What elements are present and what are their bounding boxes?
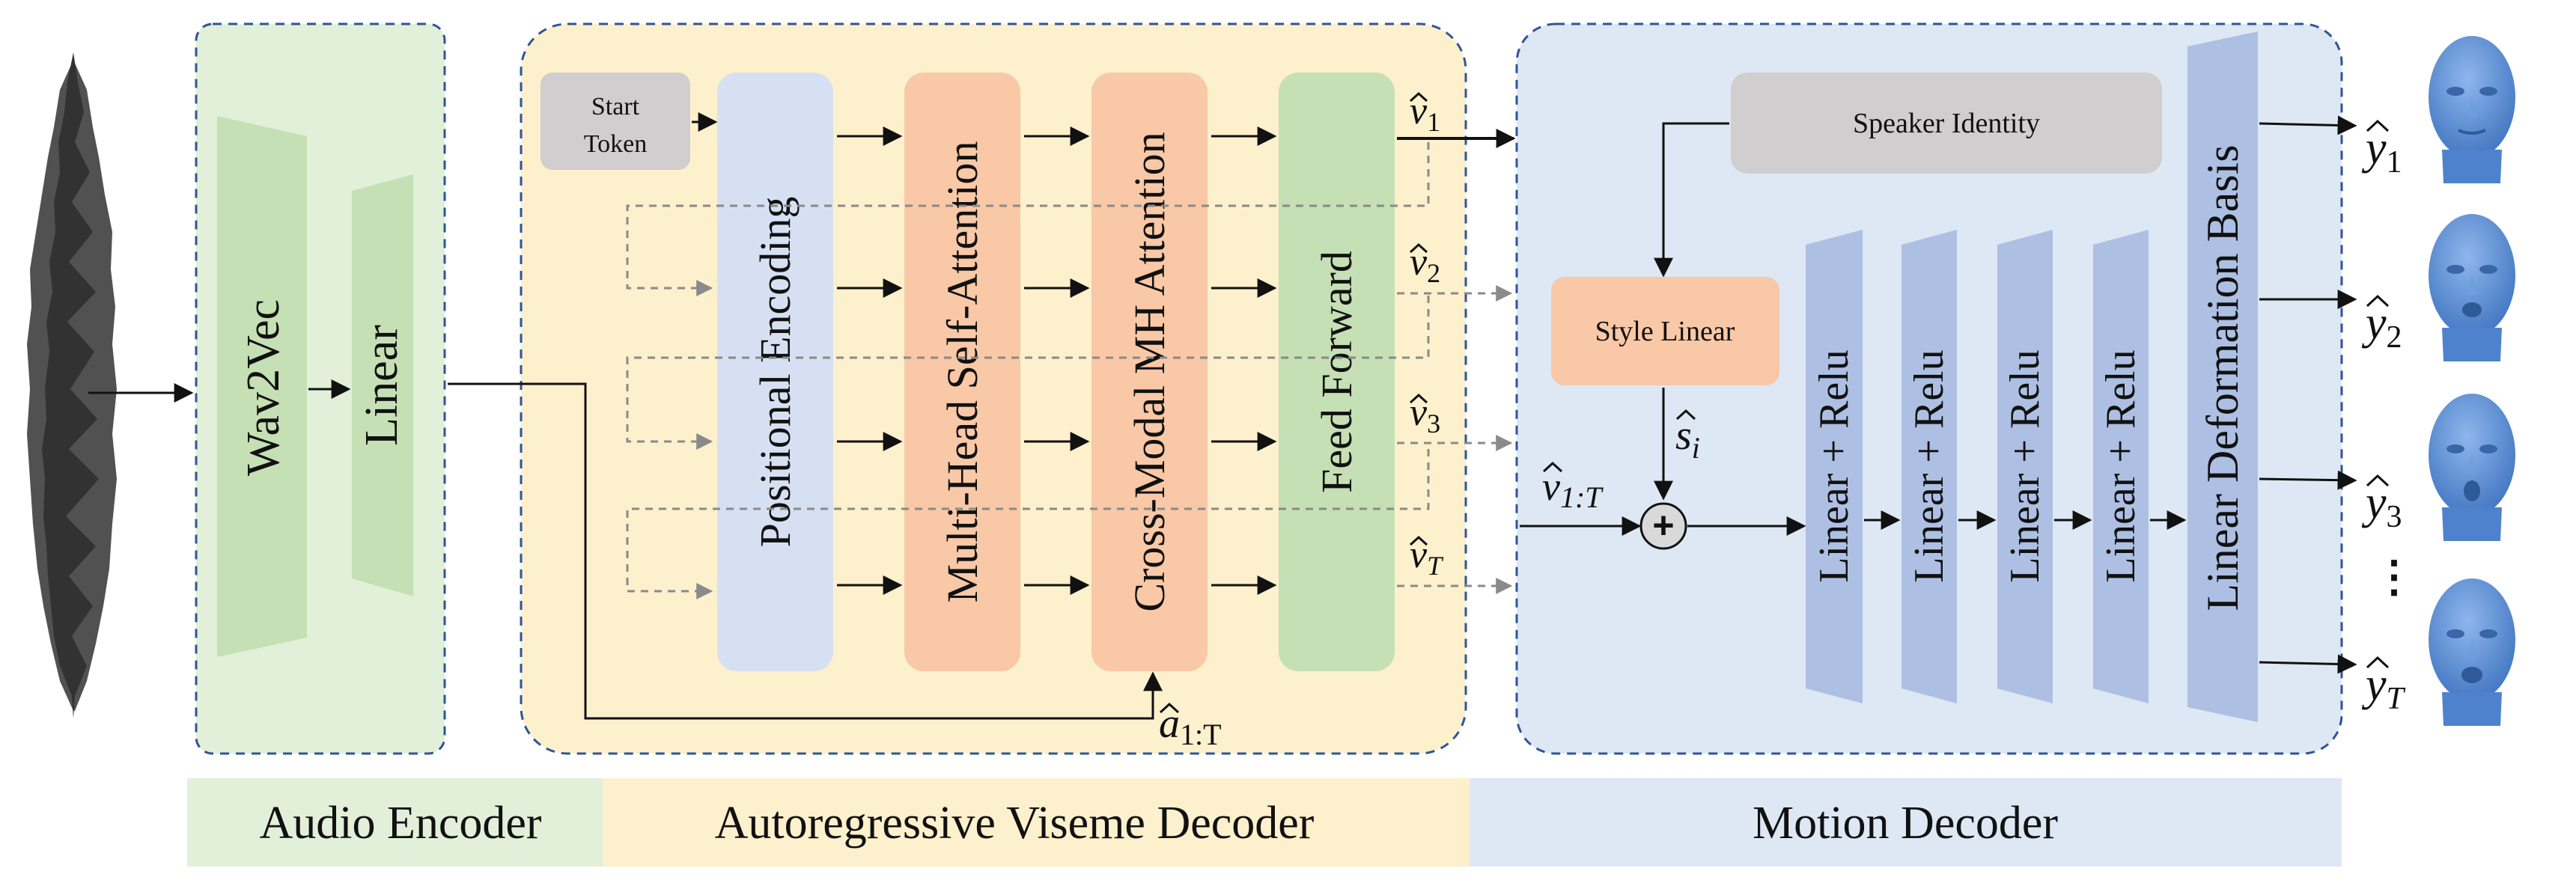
legend-viseme-decoder-label: Autoregressive Viseme Decoder bbox=[715, 798, 1315, 849]
self-attention-block bbox=[904, 73, 1020, 671]
linear-relu-label-4: Linear + Relu bbox=[2098, 349, 2144, 582]
y1-output-label: y1 bbox=[2361, 123, 2402, 180]
audio-waveform bbox=[27, 52, 117, 718]
linear-relu-block-4 bbox=[2093, 230, 2149, 703]
wav2vec-block bbox=[217, 116, 307, 657]
viseme-sequence-hat bbox=[1542, 461, 1563, 473]
sum-node bbox=[1639, 502, 1687, 550]
style-vector-hat bbox=[1675, 409, 1696, 421]
positional-encoding-block bbox=[717, 73, 833, 671]
viseme-sequence-label: v1:T bbox=[1542, 464, 1604, 514]
linear-relu-label-2: Linear + Relu bbox=[1906, 349, 1952, 582]
deformation-basis-block bbox=[2187, 31, 2258, 722]
linear-relu-label-3: Linear + Relu bbox=[2002, 349, 2048, 582]
hat-accents bbox=[1159, 91, 1428, 714]
speaker-identity-label: Speaker Identity bbox=[1853, 108, 2040, 139]
legend-viseme-decoder bbox=[603, 778, 1470, 867]
self-attention-label: Multi-Head Self-Attention bbox=[938, 141, 987, 603]
start-token-block bbox=[541, 73, 690, 170]
start-token-label-2: Token bbox=[584, 130, 648, 158]
y-hat-accents bbox=[2366, 119, 2390, 669]
linear-relu-block-3 bbox=[1997, 230, 2053, 703]
motion-output-arrows bbox=[2259, 115, 2357, 674]
speaker-identity-block bbox=[1731, 73, 2162, 174]
ellipsis-label: ⋮ bbox=[2372, 552, 2416, 601]
feed-forward-label: Feed Forward bbox=[1312, 251, 1361, 493]
cross-attention-block bbox=[1091, 73, 1208, 671]
linear-block bbox=[352, 174, 413, 596]
style-linear-label: Style Linear bbox=[1595, 316, 1735, 347]
linear-relu-block-2 bbox=[1901, 230, 1957, 703]
linear-label: Linear bbox=[356, 325, 407, 446]
style-vector-label: si bbox=[1675, 412, 1700, 465]
legend-motion-decoder bbox=[1470, 778, 2342, 867]
arrow-linear-to-cross-attention bbox=[448, 382, 1163, 720]
yT-output-label: yT bbox=[2361, 659, 2406, 716]
deformation-basis-label: Linear Deformation Basis bbox=[2198, 144, 2247, 611]
cross-attention-label: Cross-Modal MH Attention bbox=[1125, 132, 1174, 611]
decoder-dashed-outputs bbox=[1397, 285, 1513, 594]
v3-output-label: v3 bbox=[1410, 391, 1440, 439]
linear-relu-label-1: Linear + Relu bbox=[1811, 349, 1857, 582]
legend-audio-encoder bbox=[187, 778, 603, 867]
feed-forward-block bbox=[1279, 73, 1395, 671]
face-mesh-4 bbox=[2429, 578, 2515, 726]
legend-audio-encoder-label: Audio Encoder bbox=[259, 798, 541, 849]
autoregressive-feedback-loops bbox=[626, 142, 1430, 599]
start-token-label-1: Start bbox=[591, 93, 640, 120]
sum-symbol: + bbox=[1652, 504, 1674, 546]
y3-output-label: y3 bbox=[2361, 477, 2402, 534]
face-mesh-1 bbox=[2429, 36, 2515, 183]
face-mesh-3 bbox=[2429, 394, 2515, 541]
linear-relu-block-1 bbox=[1806, 230, 1863, 703]
positional-encoding-label: Positional Encoding bbox=[751, 197, 800, 548]
wav2vec-label: Wav2Vec bbox=[238, 299, 289, 476]
y2-output-label: y2 bbox=[2361, 298, 2402, 355]
audio-feature-label: a1:T bbox=[1159, 700, 1222, 751]
arrow-speaker-to-style bbox=[1654, 122, 1729, 278]
decoder-internal-arrows bbox=[837, 126, 1277, 595]
legend-bar: Audio Encoder Autoregressive Viseme Deco… bbox=[187, 778, 2342, 867]
v2-output-label: v2 bbox=[1410, 241, 1440, 288]
face-mesh-images bbox=[2429, 36, 2515, 726]
v1-output-label: v1 bbox=[1410, 90, 1440, 137]
face-mesh-2 bbox=[2429, 214, 2515, 361]
linear-relu-stack: Linear + Relu Linear + Relu Linear + Rel… bbox=[1806, 230, 2149, 703]
style-linear-block bbox=[1551, 277, 1779, 385]
legend-motion-decoder-label: Motion Decoder bbox=[1753, 798, 2058, 849]
vT-output-label: vT bbox=[1410, 534, 1444, 581]
